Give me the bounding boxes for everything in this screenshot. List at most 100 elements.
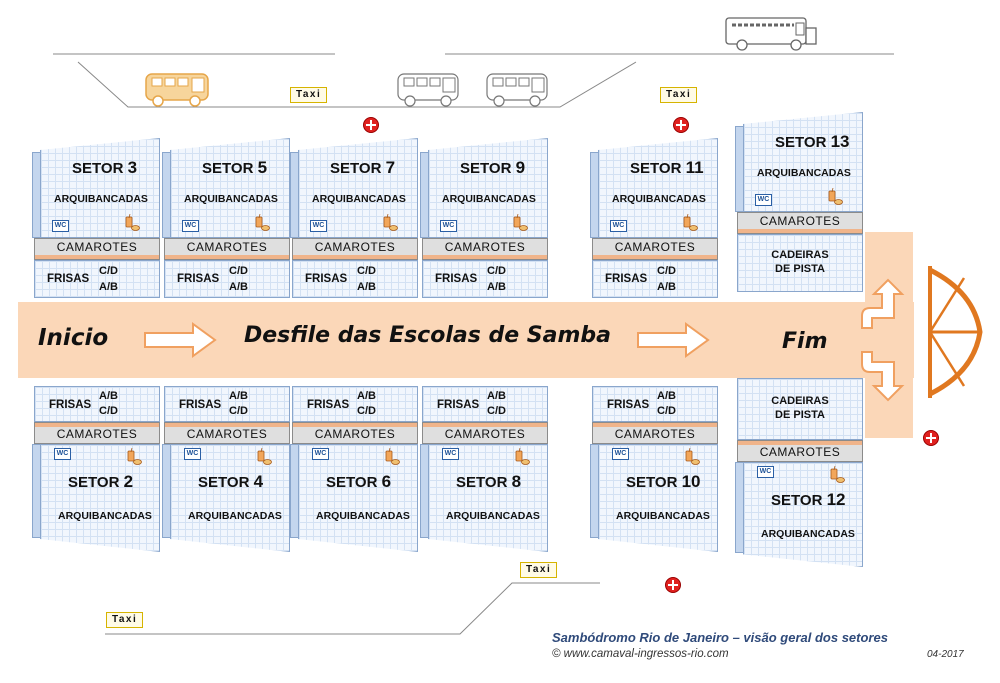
frisas-rows-lower: C/D [357, 405, 376, 417]
sector-label: SETOR [775, 134, 827, 151]
camarotes-stripe [423, 423, 547, 427]
snack-icon [830, 466, 845, 483]
sector-number: 10 [681, 472, 701, 491]
sector-label: SETOR [68, 474, 120, 491]
sector-title: SETOR 12 [771, 490, 846, 510]
snack-icon [385, 448, 400, 465]
sector-title: SETOR 11 [630, 158, 704, 178]
parade-label: Desfile das Escolas de Samba [244, 323, 612, 348]
arquibancadas-label: ARQUIBANCADAS [188, 510, 282, 522]
sector-title: SETOR 2 [68, 472, 133, 492]
frisas-rows-upper: C/D [229, 265, 248, 277]
wc-icon: WC [182, 220, 199, 232]
frisas-rows-lower: A/B [229, 281, 248, 293]
sector-label: SETOR [626, 474, 678, 491]
wc-icon: WC [310, 220, 327, 232]
wc-icon: WC [312, 448, 329, 460]
wc-icon: WC [52, 220, 69, 232]
sector-number: 2 [123, 472, 134, 491]
camarotes-label: CAMAROTES [614, 427, 696, 441]
snack-icon [513, 214, 528, 231]
frisas-rows-upper: C/D [657, 265, 676, 277]
sector-number: 5 [257, 158, 268, 177]
sector-title: SETOR 5 [202, 158, 267, 178]
taxi-sign-icon: Taxi [520, 562, 558, 578]
taxi-sign-icon: Taxi [290, 87, 328, 103]
stand-front [598, 444, 718, 552]
frisas-label: FRISAS [47, 273, 90, 285]
frisas-label: FRISAS [177, 273, 220, 285]
camarotes-stripe [35, 423, 159, 427]
arquibancadas-label: ARQUIBANCADAS [616, 510, 710, 522]
start-label: Inicio [38, 325, 109, 351]
frisas-label: FRISAS [305, 273, 348, 285]
snack-icon [125, 214, 140, 231]
sector-title: SETOR 6 [326, 472, 391, 492]
wc-icon: WC [612, 448, 629, 460]
first-aid-icon [673, 117, 689, 133]
cadeiras-label-line2: DE PISTA [775, 409, 825, 421]
camarotes-band: CAMAROTES [592, 422, 718, 444]
frisas-rows-upper: C/D [99, 265, 118, 277]
wc-icon: WC [755, 194, 772, 206]
camarotes-label: CAMAROTES [444, 427, 526, 441]
first-aid-icon [923, 430, 939, 446]
taxi-sign-icon: Taxi [106, 612, 144, 628]
snack-icon [255, 214, 270, 231]
frisas-rows-upper: A/B [357, 390, 376, 402]
sector-number: 8 [511, 472, 522, 491]
camarotes-label: CAMAROTES [444, 240, 526, 254]
snack-icon [127, 448, 142, 465]
stand-front [170, 444, 290, 552]
frisas-rows-upper: A/B [487, 390, 506, 402]
bus-icon [397, 73, 459, 107]
frisas-label: FRISAS [307, 399, 350, 411]
arquibancadas-label: ARQUIBANCADAS [761, 528, 855, 540]
camarotes-band: CAMAROTES [422, 422, 548, 444]
wc-icon: WC [440, 220, 457, 232]
sector-label: SETOR [326, 474, 378, 491]
camarotes-label: CAMAROTES [314, 427, 396, 441]
taxi-sign-icon: Taxi [660, 87, 698, 103]
arquibancadas-label: ARQUIBANCADAS [184, 193, 278, 205]
frisas-rows-lower: C/D [99, 405, 118, 417]
camarotes-label: CAMAROTES [314, 240, 396, 254]
camarotes-stripe [593, 423, 717, 427]
footer-credit: © www.camaval-ingressos-rio.com [552, 648, 729, 660]
frisas-label: FRISAS [179, 399, 222, 411]
frisas-label: FRISAS [605, 273, 648, 285]
sector-label: SETOR [198, 474, 250, 491]
footer-date: 04-2017 [927, 649, 964, 660]
sector-title: SETOR 4 [198, 472, 263, 492]
snack-icon [828, 188, 843, 205]
camarotes-stripe [293, 423, 417, 427]
arquibancadas-label: ARQUIBANCADAS [58, 510, 152, 522]
wc-icon: WC [610, 220, 627, 232]
stand-front [298, 444, 418, 552]
arrow-up-right-icon [861, 278, 905, 329]
frisas-box: FRISAS C/D A/B [164, 260, 290, 298]
camarotes-band: CAMAROTES [164, 238, 290, 260]
camarotes-label: CAMAROTES [759, 214, 841, 228]
sector-label: SETOR [202, 160, 254, 177]
first-aid-icon [363, 117, 379, 133]
camarotes-band: CAMAROTES [592, 238, 718, 260]
sector-label: SETOR [460, 160, 512, 177]
stand-front [428, 444, 548, 552]
frisas-rows-lower: C/D [657, 405, 676, 417]
end-label: Fim [782, 329, 828, 354]
camarotes-band: CAMAROTES [422, 238, 548, 260]
camarotes-band: CAMAROTES [34, 422, 160, 444]
camarotes-label: CAMAROTES [186, 240, 268, 254]
sector-label: SETOR [456, 474, 508, 491]
arrow-down-right-icon [861, 351, 905, 402]
bus-icon [486, 73, 548, 107]
sector-number: 6 [381, 472, 392, 491]
camarotes-stripe [165, 423, 289, 427]
sector-title: SETOR 9 [460, 158, 525, 178]
camarotes-band: CAMAROTES [737, 440, 863, 462]
sector-title: SETOR 10 [626, 472, 701, 492]
cadeiras-label-line1: CADEIRAS [771, 249, 829, 261]
